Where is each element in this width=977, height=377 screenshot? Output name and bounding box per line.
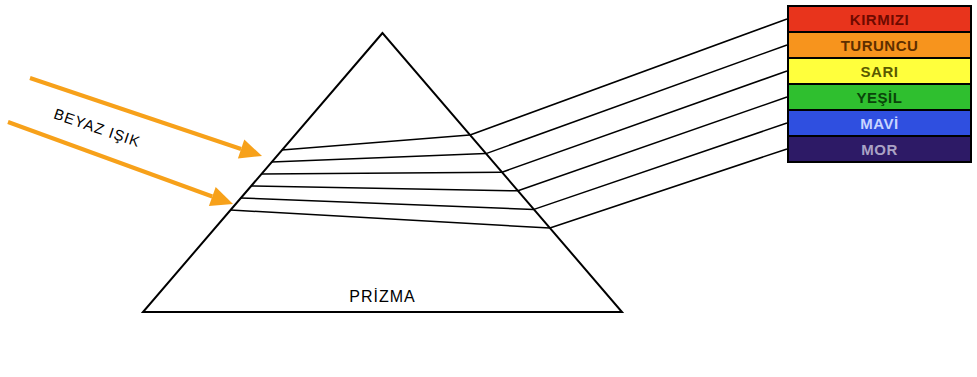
color-name: KIRMIZI	[850, 11, 909, 28]
ray	[251, 186, 518, 191]
color-band: YEŞİL	[787, 83, 972, 111]
arrow-head	[209, 187, 233, 206]
color-band: KIRMIZI	[787, 5, 972, 33]
color-band: TURUNCU	[787, 31, 972, 59]
ray	[241, 198, 534, 209]
prism-outline	[143, 33, 622, 312]
prism-label: PRİZMA	[143, 288, 622, 306]
light-ray	[550, 149, 787, 228]
ray	[261, 172, 502, 174]
light-ray	[486, 45, 787, 154]
arrow-head	[238, 140, 262, 159]
incoming-light-arrows	[8, 78, 262, 206]
color-band: MAVİ	[787, 109, 972, 137]
light-ray	[470, 19, 787, 135]
light-ray	[518, 97, 787, 191]
light-ray	[502, 71, 787, 172]
color-band: SARI	[787, 57, 972, 85]
refracted-rays	[230, 135, 549, 228]
light-ray	[534, 123, 787, 209]
color-band: MOR	[787, 135, 972, 163]
light-arrow	[30, 78, 241, 149]
ray	[282, 135, 470, 150]
ray	[230, 210, 549, 228]
color-name: MAVİ	[860, 115, 898, 132]
color-name: MOR	[861, 141, 898, 158]
prism-triangle	[143, 33, 622, 312]
ray	[272, 154, 486, 162]
color-name: YEŞİL	[857, 89, 903, 106]
prism-shape: PRİZMA	[143, 33, 622, 312]
color-name: TURUNCU	[841, 37, 919, 54]
color-name: SARI	[861, 63, 899, 80]
